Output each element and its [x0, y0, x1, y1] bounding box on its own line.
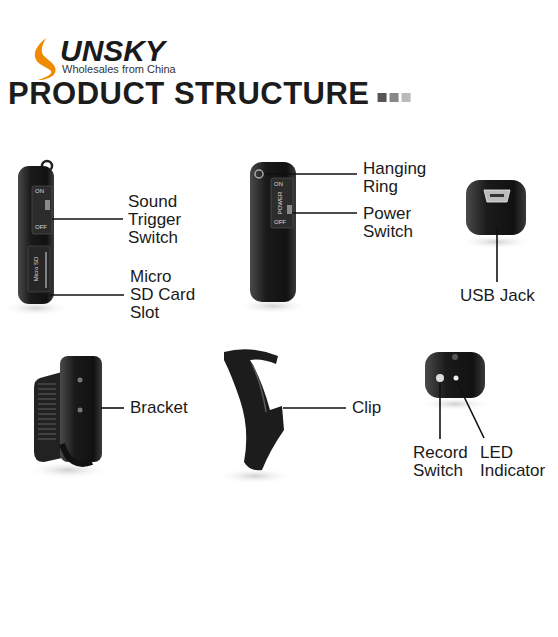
device-marking: OFF [274, 219, 286, 226]
shadow [26, 461, 110, 479]
device-marking: OFF [35, 224, 47, 231]
logo-mark [35, 38, 56, 80]
part-label: USB Jack [460, 287, 535, 305]
device-marking: ON [35, 188, 44, 195]
part-label: Hanging Ring [363, 160, 443, 196]
device-marking: Micro SD [33, 257, 40, 282]
clip-figure [224, 349, 284, 470]
title-square [402, 93, 411, 102]
logo-tagline: Wholesales from China [62, 63, 176, 76]
camera-top-view [425, 352, 485, 398]
label-slot: Micro SD Card Slot [130, 268, 197, 322]
label-slot: Bracket [130, 399, 188, 417]
device-marking: ON [274, 181, 283, 188]
part-label: Bracket [130, 399, 188, 417]
title-square [378, 93, 387, 102]
label-slot: LED Indicator [480, 444, 550, 480]
label-slot: UNSKY [60, 36, 165, 66]
label-slot: Micro SD [33, 257, 40, 282]
part-label: Record Switch [413, 444, 475, 480]
label-slot: Power Switch [363, 205, 443, 241]
title-square [390, 93, 399, 102]
label-slot: OFF [35, 224, 47, 231]
label-slot: Hanging Ring [363, 160, 443, 196]
part-label: Sound Trigger Switch [128, 193, 200, 247]
label-slot: Sound Trigger Switch [128, 193, 200, 247]
label-slot: USB Jack [460, 287, 535, 305]
label-slot: ON [274, 181, 283, 188]
logo-wordmark: UNSKY [60, 36, 165, 66]
shadow [419, 397, 491, 411]
label-slot: OFF [274, 219, 286, 226]
title-squares [378, 93, 411, 102]
title-slot: PRODUCT STRUCTURE [8, 78, 370, 109]
label-slot: Record Switch [413, 444, 475, 480]
part-label: Clip [352, 399, 381, 417]
part-label: LED Indicator [480, 444, 550, 480]
leader-lines [50, 174, 497, 439]
label-slot: Clip [352, 399, 381, 417]
label-slot: ON [35, 188, 44, 195]
shadow [458, 235, 534, 249]
device-marking: POWER [277, 192, 284, 215]
usb-jack-view [466, 180, 526, 235]
camera-side-view [18, 161, 54, 304]
page-title: PRODUCT STRUCTURE [8, 78, 370, 109]
camera-back-view [250, 162, 296, 302]
part-label: Power Switch [363, 205, 443, 241]
part-label: Micro SD Card Slot [130, 268, 197, 322]
label-slot: Wholesales from China [62, 63, 176, 76]
bracket-figure [34, 356, 102, 464]
label-slot: POWER [277, 192, 284, 215]
shadow [217, 468, 293, 484]
